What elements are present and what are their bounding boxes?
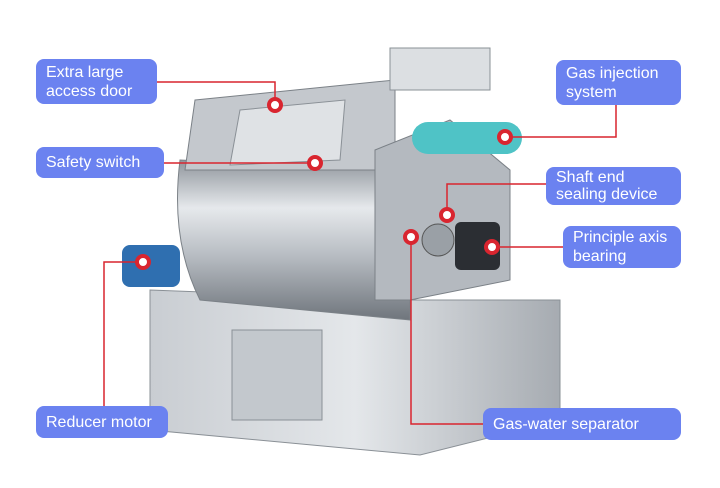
callout-lines (103, 81, 617, 425)
dot-shaft-seal (439, 207, 455, 223)
label-gas-injection: Gas injection system (556, 60, 681, 105)
access-door (229, 99, 346, 166)
label-shaft-seal: Shaft end sealing device (546, 167, 681, 205)
label-access-door: Extra large access door (36, 59, 157, 104)
label-safety-switch: Safety switch (36, 147, 164, 178)
base-panel (231, 329, 323, 421)
bearing-block (455, 222, 500, 270)
dot-bearing (484, 239, 500, 255)
dot-gas-injection (497, 129, 513, 145)
callout-dots (135, 97, 513, 270)
inlet (389, 47, 491, 91)
dot-reducer-motor (135, 254, 151, 270)
reducer-motor (122, 245, 180, 287)
gas-tank (412, 122, 522, 154)
label-reducer-motor: Reducer motor (36, 406, 168, 438)
dot-safety-switch (307, 155, 323, 171)
dot-access-door (267, 97, 283, 113)
dot-separator (403, 229, 419, 245)
label-bearing: Principle axis bearing (563, 226, 681, 268)
shaft-seal (421, 223, 455, 257)
mixer-drum (177, 159, 411, 321)
label-separator: Gas-water separator (483, 408, 681, 440)
